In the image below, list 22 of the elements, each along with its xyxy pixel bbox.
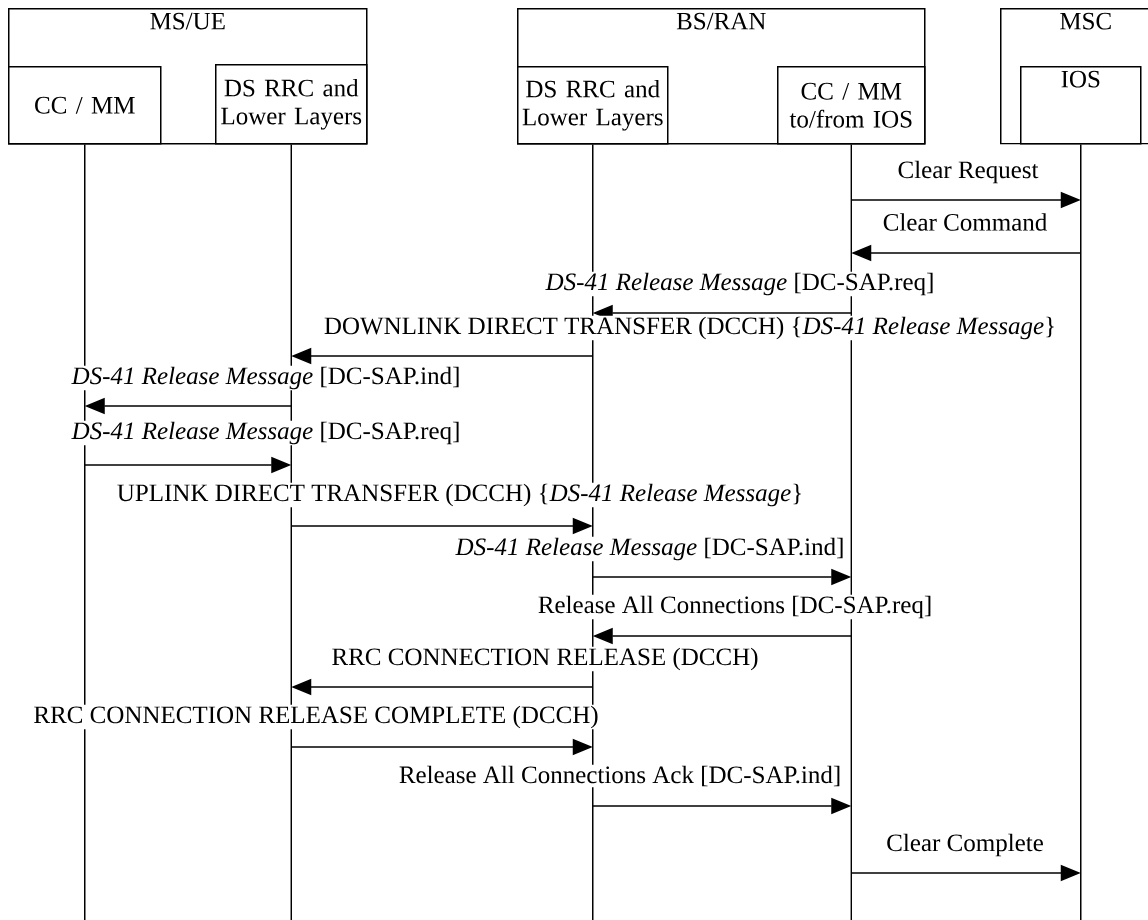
message-label: DS-41 Release Message [DC-SAP.req]: [70, 420, 462, 446]
message-label: Clear Request: [896, 159, 1040, 185]
lifeline: [290, 143, 292, 920]
message-label: DOWNLINK DIRECT TRANSFER (DCCH) {DS-41 Release Message}: [322, 315, 1058, 341]
lifeline: [850, 143, 852, 920]
layer-box: DS RRC and Lower Layers: [517, 66, 669, 145]
message-label: DS-41 Release Message [DC-SAP.ind]: [70, 365, 462, 391]
message-label: UPLINK DIRECT TRANSFER (DCCH) {DS-41 Release Message}: [115, 482, 805, 508]
layer-box: DS RRC and Lower Layers: [215, 64, 368, 145]
message-label: DS-41 Release Message [DC-SAP.req]: [544, 271, 936, 297]
message-label: Release All Connections [DC-SAP.req]: [536, 594, 934, 620]
lifeline: [84, 143, 86, 920]
layer-box: IOS: [1020, 66, 1142, 145]
lifeline: [1080, 143, 1082, 920]
message-label: RRC CONNECTION RELEASE (DCCH): [330, 646, 760, 672]
message-label: Clear Command: [881, 212, 1049, 232]
message-label: Clear Complete: [885, 832, 1045, 858]
message-label: Release All Connections Ack [DC-SAP.ind]: [397, 764, 843, 788]
layer-box: CC / MM: [8, 66, 162, 145]
layer-box: CC / MM to/from IOS: [777, 66, 926, 145]
message-label: RRC CONNECTION RELEASE COMPLETE (DCCH): [32, 704, 600, 730]
message-label: DS-41 Release Message [DC-SAP.ind]: [454, 536, 846, 562]
